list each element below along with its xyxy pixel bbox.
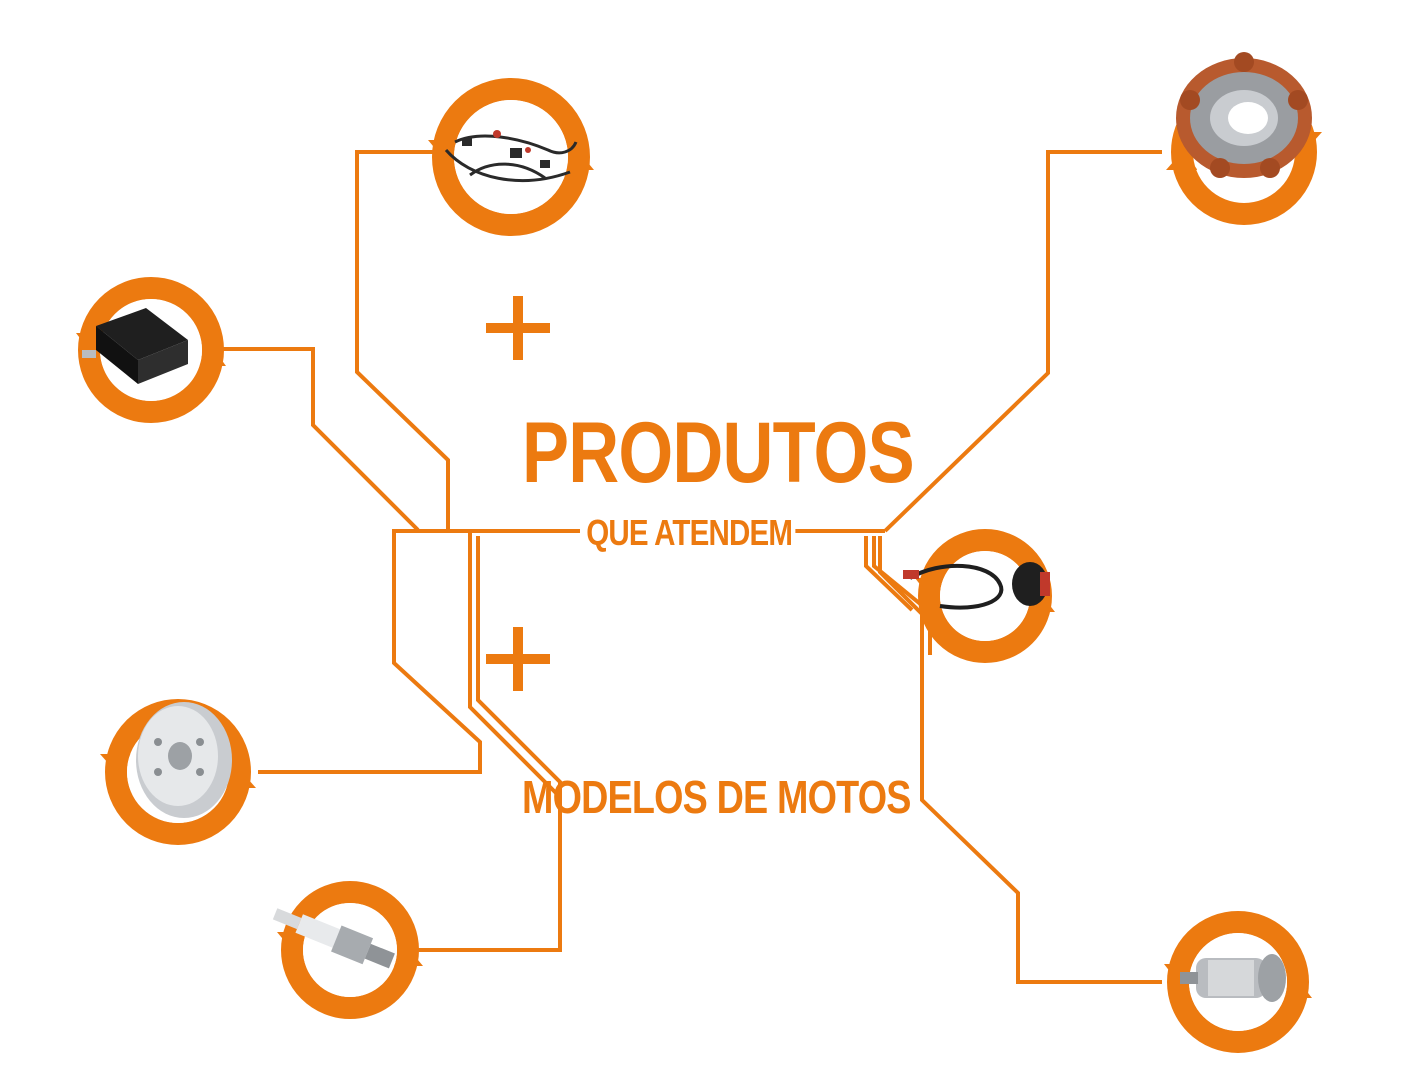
handlebar-switch-icon <box>903 529 1055 663</box>
line-wiring-harness <box>355 150 450 530</box>
spark-plug-icon <box>272 881 423 1019</box>
line-relay-module <box>220 347 420 532</box>
headline: PRODUTOS <box>522 405 915 501</box>
subheadline-que-atendem: QUE ATENDEM <box>583 515 796 551</box>
plus-sign-top <box>486 296 550 360</box>
relay-module-icon <box>76 277 226 423</box>
line-flywheel <box>258 529 560 797</box>
plus-sign-middle <box>486 627 550 691</box>
starter-motor-icon <box>1164 911 1312 1053</box>
line-starter <box>878 536 1162 984</box>
wiring-harness-icon <box>428 78 594 236</box>
flywheel-rotor-icon <box>100 699 256 845</box>
line-flywheel-branch <box>415 536 562 952</box>
connector-lines <box>220 150 1162 984</box>
line-stator <box>883 150 1162 533</box>
line-switch <box>864 536 914 612</box>
stator-coil-icon <box>1166 52 1322 225</box>
subheadline-modelos-de-motos: MODELOS DE MOTOS <box>522 771 911 823</box>
